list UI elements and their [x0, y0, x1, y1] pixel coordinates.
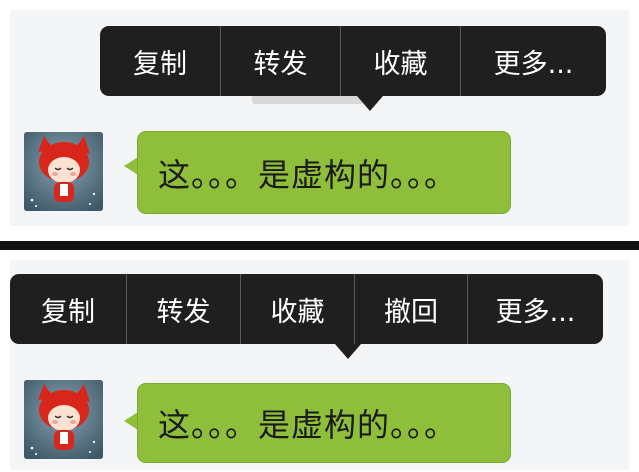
top-chat-panel: 复制 转发 收藏 更多... — [0, 0, 639, 232]
context-menu: 复制 转发 收藏 撤回 更多... — [10, 274, 603, 344]
fox-avatar-icon — [24, 132, 103, 211]
selection-shadow — [252, 94, 364, 104]
menu-item-forward[interactable]: 转发 — [126, 274, 240, 344]
fox-avatar-icon — [24, 380, 103, 459]
bubble-tail — [124, 412, 138, 430]
menu-item-copy[interactable]: 复制 — [41, 296, 95, 328]
menu-item-more[interactable]: 更多... — [460, 26, 606, 96]
menu-item-forward[interactable]: 转发 — [220, 26, 340, 96]
message-bubble[interactable]: 这。。。是虚构的。。。 — [137, 383, 511, 463]
menu-pointer — [335, 344, 361, 359]
menu-item-recall[interactable]: 撤回 — [354, 274, 467, 344]
avatar[interactable] — [24, 380, 103, 459]
message-text: 这。。。是虚构的。。。 — [158, 155, 458, 194]
context-menu: 复制 转发 收藏 更多... — [100, 26, 606, 96]
menu-item-copy[interactable]: 复制 — [133, 48, 187, 80]
message-bubble[interactable]: 这。。。是虚构的。。。 — [137, 131, 511, 214]
menu-item-favorite[interactable]: 收藏 — [340, 26, 460, 96]
bottom-chat-panel: 复制 转发 收藏 撤回 更多... — [0, 252, 639, 472]
divider — [0, 241, 639, 250]
bubble-tail — [124, 157, 138, 175]
menu-item-more[interactable]: 更多... — [467, 274, 603, 344]
menu-pointer — [357, 96, 383, 111]
avatar[interactable] — [24, 132, 103, 211]
message-text: 这。。。是虚构的。。。 — [158, 406, 458, 444]
menu-item-favorite[interactable]: 收藏 — [240, 274, 354, 344]
